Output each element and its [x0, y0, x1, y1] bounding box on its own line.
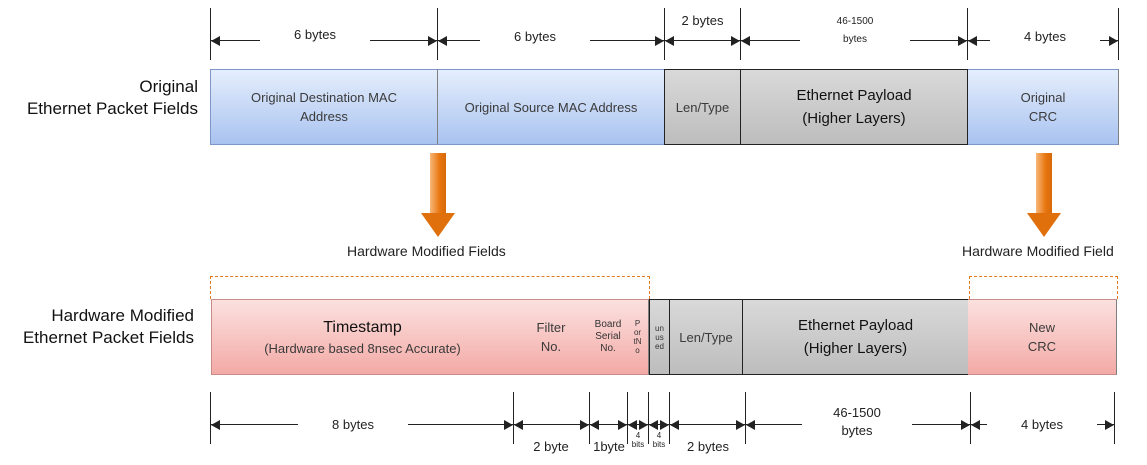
size-payload-1: 46-1500: [836, 16, 874, 27]
dim-unused: [649, 420, 669, 430]
size-len-type-bottom: 2 bytes: [687, 439, 729, 454]
dim-port: [628, 420, 648, 430]
top-tick-0: [210, 8, 211, 60]
bot-tick-8: [1114, 392, 1115, 444]
field-timestamp: Timestamp (Hardware based 8nsec Accurate…: [211, 299, 514, 375]
dim-filter: [514, 420, 589, 430]
field-bottom-len-type: Len/Type: [669, 299, 743, 375]
size-filter: 2 byte: [533, 439, 569, 454]
field-port-no: PortNo: [627, 299, 649, 375]
caption-hardware-modified-field: Hardware Modified Field: [962, 243, 1114, 259]
top-tick-2: [664, 8, 665, 60]
row-label-original: Original Ethernet Packet Fields: [26, 77, 198, 118]
bot-tick-4: [648, 392, 649, 444]
size-dst-mac: 6 bytes: [260, 28, 370, 42]
size-timestamp: 8 bytes: [298, 418, 408, 432]
caption-hardware-modified-fields: Hardware Modified Fields: [347, 243, 506, 259]
size-board: 1byte: [593, 439, 625, 454]
dim-len-type-bottom: [670, 420, 745, 430]
top-tick-3: [740, 8, 741, 60]
field-original-src-mac: Original Source MAC Address: [438, 69, 665, 145]
down-arrow-icon: [1027, 153, 1061, 237]
field-bottom-ethernet-payload: Ethernet Payload(Higher Layers): [742, 299, 969, 375]
field-unused: unused: [649, 299, 670, 375]
dim-board: [590, 420, 627, 430]
size-crc: 4 bytes: [990, 30, 1100, 44]
field-len-type: Len/Type: [664, 69, 741, 145]
down-arrow-icon: [421, 153, 455, 237]
bot-tick-7: [970, 392, 971, 444]
size-payload-2: bytes: [800, 35, 910, 45]
size-src-mac: 6 bytes: [480, 30, 590, 44]
field-ethernet-payload: Ethernet Payload(Higher Layers): [740, 69, 968, 145]
bot-tick-3: [627, 392, 628, 444]
size-payload-bottom-2: bytes: [802, 424, 912, 438]
top-tick-4: [967, 8, 968, 60]
modified-fields-bracket: [210, 276, 650, 299]
dim-len-type: [665, 36, 740, 46]
bot-tick-5: [669, 392, 670, 444]
bot-tick-0: [210, 392, 211, 444]
top-tick-1: [437, 8, 438, 60]
size-len-type: 2 bytes: [681, 13, 724, 28]
size-payload-bottom-1: 46-1500: [833, 405, 881, 420]
bot-tick-1: [513, 392, 514, 444]
top-tick-5: [1118, 8, 1119, 60]
modified-crc-bracket: [969, 276, 1118, 299]
bot-tick-6: [745, 392, 746, 444]
size-crc-bottom: 4 bytes: [987, 418, 1097, 432]
row-label-hardware-modified: Hardware Modified Ethernet Packet Fields: [22, 306, 194, 347]
bot-tick-2: [589, 392, 590, 444]
